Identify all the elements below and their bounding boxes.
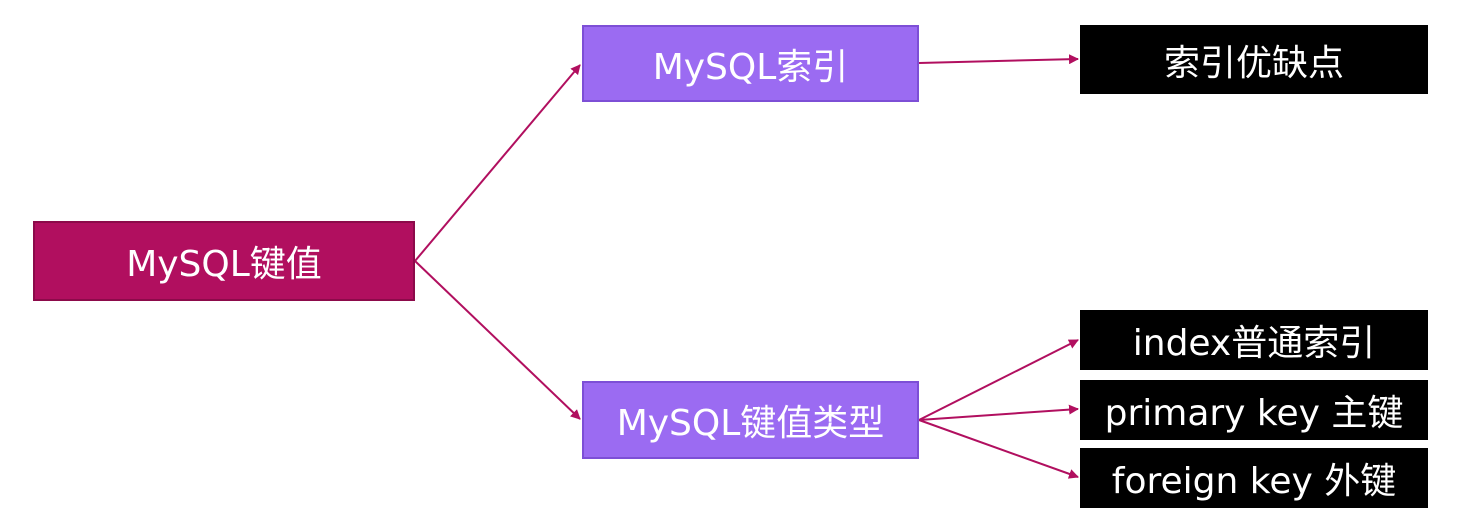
- leaf-node-foreign-key: foreign key 外键: [1080, 448, 1428, 508]
- connector-root-to-index: [414, 64, 581, 262]
- root-node-label: MySQL键值: [126, 244, 322, 285]
- branch-node-key-types: MySQL键值类型: [582, 381, 919, 459]
- leaf-node-index-pros-cons: 索引优缺点: [1080, 25, 1428, 94]
- root-node: MySQL键值: [33, 221, 415, 301]
- branch-node-mysql-index: MySQL索引: [582, 25, 919, 102]
- connector-root-to-key-types: [414, 260, 581, 420]
- connector-key-types-to-foreign: [918, 419, 1079, 479]
- connector-key-types-to-index: [918, 339, 1079, 421]
- leaf-node-primary-key: primary key 主键: [1080, 380, 1428, 440]
- leaf-node-label: foreign key 外键: [1111, 461, 1397, 502]
- branch-node-label: MySQL键值类型: [616, 403, 885, 444]
- leaf-node-normal-index: index普通索引: [1080, 310, 1428, 370]
- leaf-node-label: index普通索引: [1132, 323, 1376, 364]
- connector-key-types-to-primary: [918, 404, 1079, 421]
- connector-index-to-pros-cons: [918, 54, 1079, 65]
- branch-node-label: MySQL索引: [652, 46, 849, 88]
- leaf-node-label: 索引优缺点: [1163, 42, 1344, 84]
- leaf-node-label: primary key 主键: [1104, 393, 1404, 434]
